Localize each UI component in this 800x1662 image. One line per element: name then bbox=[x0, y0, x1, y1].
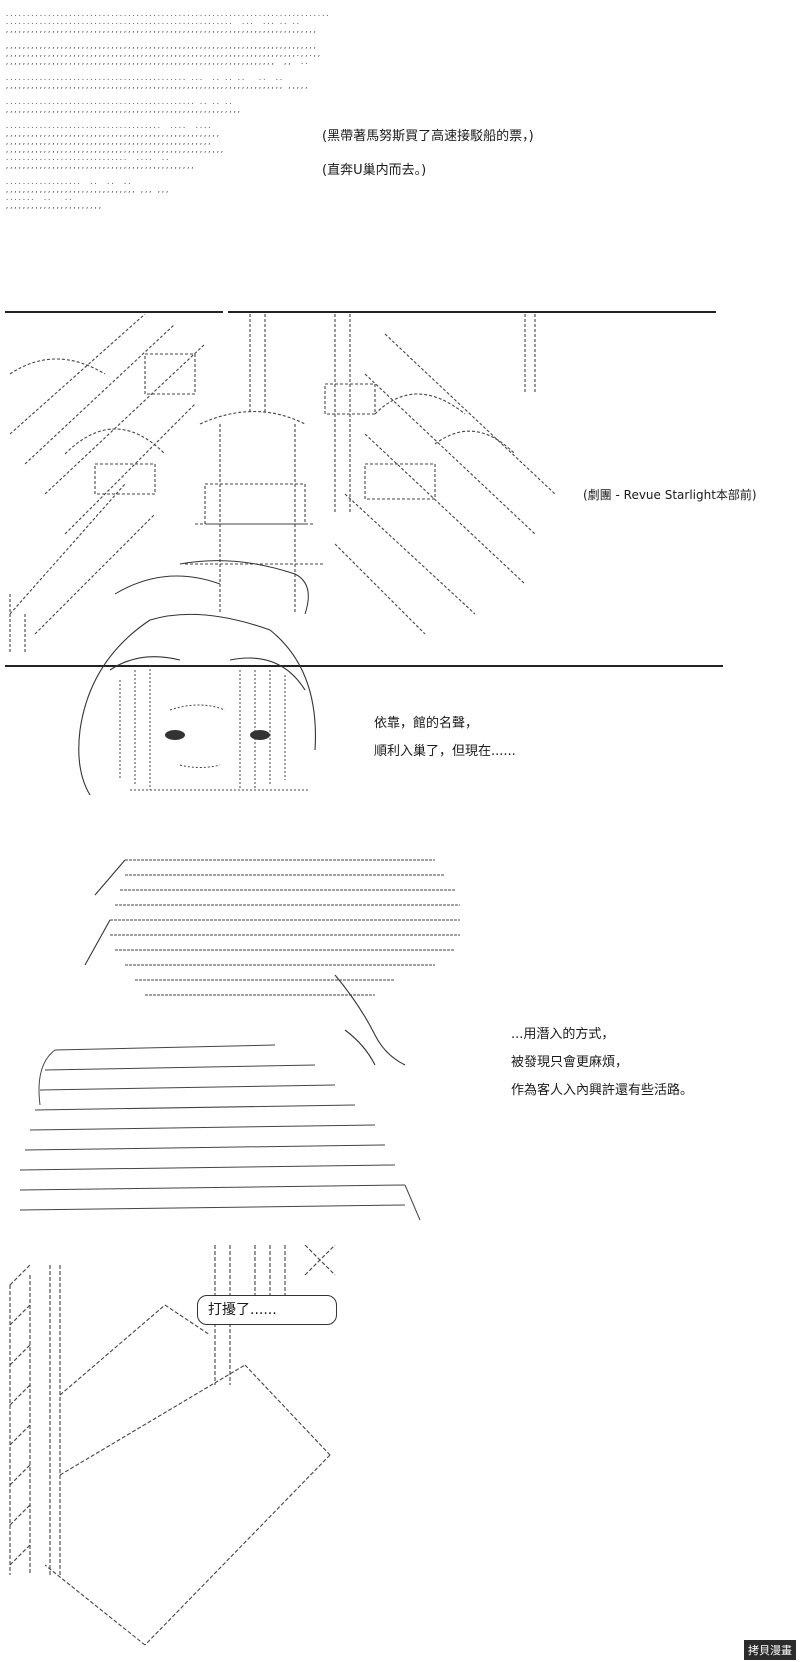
caption-block-1-line-2: 順利入巢了，但現在...... bbox=[374, 744, 516, 759]
speech-bubble: 打擾了...... bbox=[197, 1295, 337, 1325]
caption-block-1-line-1: 依靠，館的名聲， bbox=[374, 716, 479, 731]
caption-block-2-line-2: 被發現只會更麻煩， bbox=[511, 1055, 629, 1070]
panel-rule-bottom bbox=[5, 665, 723, 667]
caption-block-2-line-3: 作為客人入內興許還有些活路。 bbox=[511, 1083, 694, 1098]
ascii-texture-top: ........................................… bbox=[5, 10, 330, 210]
caption-block-2-line-1: ...用潛入的方式， bbox=[511, 1027, 615, 1042]
watermark-logo: 拷貝漫畫 bbox=[744, 1640, 796, 1660]
scene-location-label: (劇團 - Revue Starlight本部前) bbox=[583, 488, 757, 502]
narration-line-2: (直奔U巢内而去。) bbox=[322, 163, 427, 178]
panel-rule-top-left bbox=[5, 311, 223, 313]
character-bust-illustration bbox=[78, 613, 317, 796]
character-reclining-illustration bbox=[19, 859, 460, 1221]
building-gate-illustration bbox=[9, 314, 556, 654]
narration-line-1: (黑帶著馬努斯買了高速接駁船的票，) bbox=[322, 129, 534, 144]
panel-rule-top-right bbox=[228, 311, 716, 313]
